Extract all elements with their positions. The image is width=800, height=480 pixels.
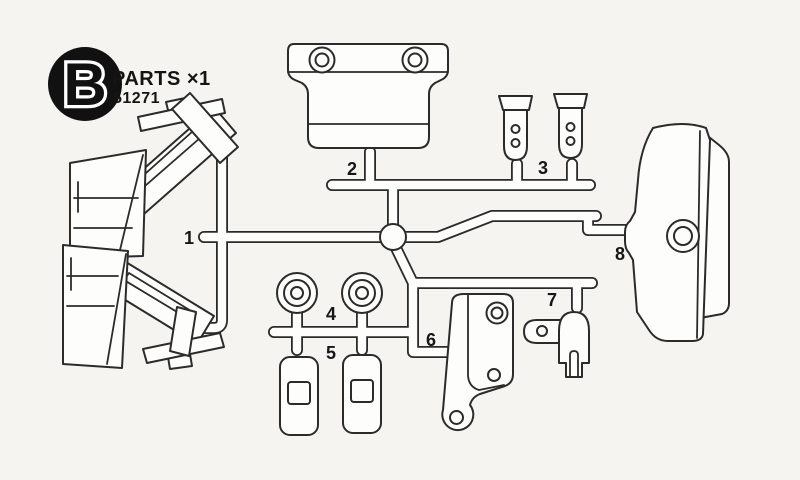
post-hole [565,136,576,146]
part-5-pads-drawing [279,354,382,436]
series-logo: B [48,47,122,121]
part-4-collars-drawing [276,272,383,314]
callout-2: 2 [347,159,357,179]
crank-hole [536,325,548,337]
callout-7: 7 [547,290,557,310]
screw-hole-inner [407,52,423,68]
callout-3: 3 [538,158,548,178]
logo-circle [48,47,122,121]
post-hole [510,124,521,134]
cross-bar [169,306,197,357]
crank-body [558,311,590,378]
part-6-bracket-plate-drawing [441,293,514,432]
collar-bore [355,286,369,300]
part-1-lower-mount-drawing [62,244,225,370]
callout-6: 6 [426,330,436,350]
callout-4: 4 [326,304,336,324]
post-flange [498,95,533,111]
collar-bore [290,286,304,300]
post-body [558,107,583,159]
pad-square-hole [350,379,374,403]
post-body [503,109,528,161]
screw-hole-inner [314,52,330,68]
parts-count-label: PARTS ×1 [112,68,211,90]
pad-square-hole [287,381,311,405]
callout-8: 8 [615,244,625,264]
bracket-hole-bottom [449,410,464,425]
crank-slot [569,350,579,378]
part-2-bumper-plate-drawing [287,43,449,149]
post-hole [510,138,521,148]
sprue-hub [379,223,407,251]
fork-block [69,149,147,259]
cover-hub-hole-inner [673,226,693,246]
part-8-cover-drawing [624,123,730,342]
part-1-upper-mount-drawing [69,92,239,259]
callouts: 1 2 3 4 5 6 7 8 [184,158,625,363]
part-7-crank-drawing [523,311,590,378]
part-3-posts-drawing [498,93,588,161]
bracket-outline [441,293,514,432]
bracket-hole-top-inner [490,306,504,320]
fork-lines [73,154,144,251]
plate-lines [287,71,449,125]
item-number: 51271 [113,90,160,107]
post-flange [553,93,588,109]
runner-core [199,143,633,357]
callout-5: 5 [326,343,336,363]
sprue-runners [198,142,634,358]
fork-lines [66,253,127,365]
bracket-hole-mid [487,368,501,382]
callout-1: 1 [184,228,194,248]
cross-bar [171,92,239,164]
series-letter: B [63,51,106,118]
post-hole [565,122,576,132]
bracket-step-line [467,294,505,391]
